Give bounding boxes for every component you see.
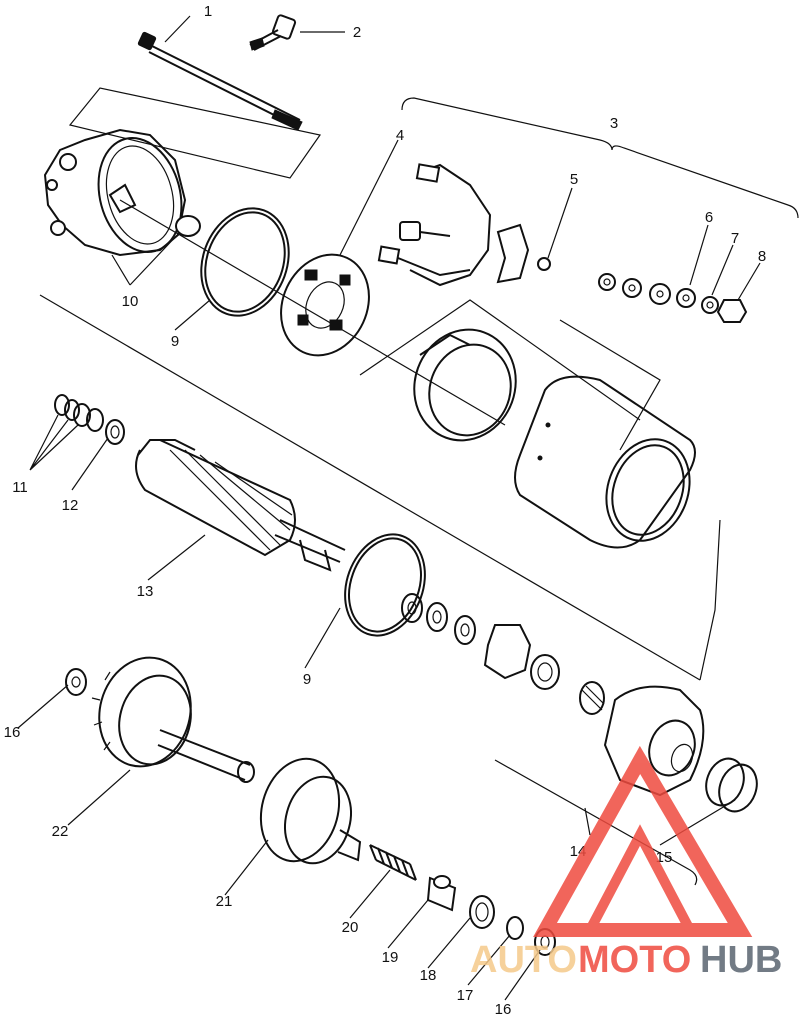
leader-5: [547, 187, 573, 259]
callout-22: 22: [52, 823, 69, 840]
sleeve: [426, 875, 457, 912]
watermark-logo: AUTO MOTO HUB: [470, 745, 782, 981]
overrunning-clutch: [259, 757, 362, 865]
watermark-triangle-icon: [533, 745, 753, 937]
callout-6: 6: [705, 209, 713, 226]
spring: [369, 844, 417, 881]
callout-16-left: 16: [4, 724, 21, 741]
o-ring-lower: [344, 533, 426, 637]
short-bolt: [249, 14, 297, 51]
callout-15: 15: [656, 849, 673, 866]
leader-6: [689, 224, 709, 286]
front-bracket: [603, 685, 705, 797]
axis-line-main: [39, 294, 701, 681]
leader-9a: [174, 299, 211, 331]
callout-18: 18: [420, 967, 437, 984]
leader-19: [387, 899, 429, 949]
callout-8: 8: [758, 248, 766, 265]
leader-4: [339, 139, 399, 256]
leader-7: [711, 244, 734, 296]
callout-20: 20: [342, 919, 359, 936]
callout-10: 10: [122, 293, 139, 310]
callout-16-right: 16: [495, 1001, 512, 1017]
callout-7: 7: [731, 230, 739, 247]
brush-holder-assembly: [377, 163, 530, 287]
callout-labels: 1 2 3 4 5 6 7 8 9 10 11 12 13 9 16 22 21…: [4, 3, 767, 1017]
armature: [135, 439, 346, 572]
callout-1: 1: [204, 3, 212, 20]
bracket-3: [401, 97, 799, 219]
washer-17: [506, 916, 524, 940]
bracket-14: [494, 759, 698, 886]
callout-5: 5: [570, 171, 578, 188]
leader-lines: [17, 15, 799, 1001]
callout-9-lower: 9: [303, 671, 311, 688]
washer-set-middle: [401, 593, 605, 715]
washer-16-left: [65, 668, 87, 696]
watermark-text-auto: AUTO: [470, 939, 577, 981]
callout-9-upper: 9: [171, 333, 179, 350]
o-ring-pair: [705, 757, 758, 813]
leader-17: [467, 934, 511, 986]
watermark-text-hub: HUB: [700, 939, 782, 981]
callout-13: 13: [137, 583, 154, 600]
leader-20: [349, 869, 391, 919]
leader-11: [29, 414, 79, 471]
callout-4: 4: [396, 127, 404, 144]
brush-plate: [280, 253, 370, 357]
end-frame-ring: [413, 328, 517, 442]
leader-15: [659, 799, 736, 846]
leader-1: [164, 15, 191, 43]
callout-3: 3: [610, 115, 618, 132]
leader-8: [737, 262, 761, 301]
bearing: [469, 895, 495, 929]
motor-yoke: [514, 375, 696, 549]
axis-line-housing: [359, 299, 661, 451]
callout-2: 2: [353, 24, 361, 41]
watermark-text-moto: MOTO: [578, 939, 691, 981]
leader-13: [147, 534, 206, 581]
bolt-guide-box: [68, 87, 322, 179]
washer-set-top: [537, 257, 748, 323]
callout-19: 19: [382, 949, 399, 966]
callout-11: 11: [12, 479, 28, 496]
gear-shaft: [91, 656, 255, 783]
o-ring-upper: [200, 207, 290, 317]
leader-16b: [504, 949, 541, 1001]
leader-21: [224, 839, 269, 896]
through-bolt: [137, 31, 303, 131]
leader-22: [67, 769, 131, 826]
shim-set: [54, 394, 125, 445]
axis-line-right: [699, 519, 721, 681]
rear-end-cover: [43, 128, 201, 257]
leader-18: [427, 917, 471, 969]
leader-9b: [304, 607, 341, 669]
watermark-inner-triangle-icon: [585, 824, 695, 933]
leader-16a: [17, 684, 69, 729]
callout-12: 12: [62, 497, 79, 514]
axis-line-top: [119, 199, 506, 426]
callout-17: 17: [457, 987, 474, 1004]
leader-12: [71, 437, 109, 491]
callout-21: 21: [216, 893, 233, 910]
